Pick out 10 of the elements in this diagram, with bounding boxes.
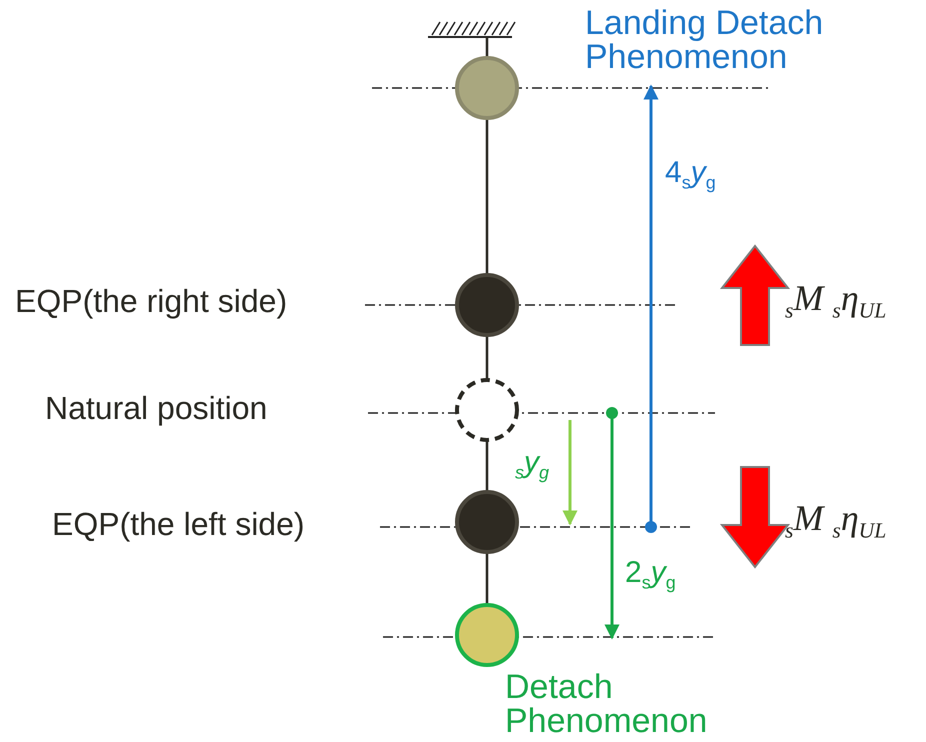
position-label: EQP(the right side): [15, 285, 288, 317]
phenomenon-label: Detach Phenomenon: [505, 670, 708, 738]
displacement-label: $_{s}$y$_{g}$: [515, 448, 550, 482]
phenomenon-label: Landing Detach Phenomenon: [585, 6, 824, 74]
force-label: $_{s}$M $_{s}$η$_{UL}$: [785, 280, 886, 322]
displacement-label: 4$_{s}$y$_{g}$: [665, 158, 716, 192]
position-label: Natural position: [45, 392, 268, 424]
position-label: EQP(the left side): [52, 508, 305, 540]
force-label: $_{s}$M $_{s}$η$_{UL}$: [785, 500, 886, 542]
displacement-label: 2$_{s}$y$_{g}$: [625, 558, 676, 592]
